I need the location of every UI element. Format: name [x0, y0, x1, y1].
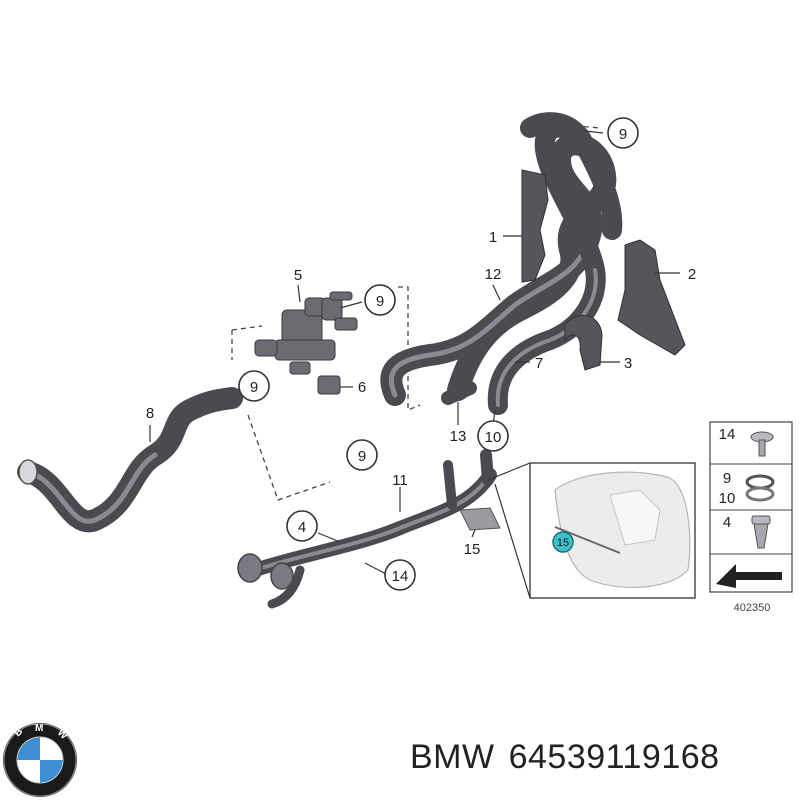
svg-text:13: 13: [450, 428, 467, 445]
callout-13: 13: [450, 428, 467, 445]
valve-assembly-5: [254, 291, 358, 375]
svg-text:3: 3: [624, 355, 632, 372]
svg-text:9: 9: [376, 293, 384, 310]
svg-text:2: 2: [688, 266, 696, 283]
svg-text:15: 15: [557, 537, 569, 549]
hose-13: [441, 381, 477, 405]
svg-text:4: 4: [723, 514, 731, 531]
callout-9-valve: 9: [364, 284, 396, 316]
svg-text:14: 14: [392, 568, 409, 585]
grommet-6: [317, 375, 341, 395]
callout-1: 1: [489, 229, 497, 246]
svg-text:15: 15: [464, 541, 481, 558]
callout-7: 7: [535, 355, 543, 372]
hose-8: [17, 387, 243, 533]
svg-text:11: 11: [392, 472, 408, 489]
callout-6: 6: [358, 379, 366, 396]
svg-text:8: 8: [146, 405, 154, 422]
clip-3: [564, 314, 603, 371]
expansion-rivet-icon: [751, 515, 771, 549]
hose-clamp-icon: [745, 474, 775, 502]
svg-text:7: 7: [535, 355, 543, 372]
screw-icon: [750, 431, 774, 457]
callout-5: 5: [294, 267, 302, 284]
legend-labels: 14 9 10 4: [719, 426, 736, 531]
bracket-1: [521, 169, 549, 283]
callout-3: 3: [624, 355, 632, 372]
bmw-logo: B M W: [3, 723, 77, 797]
callout-12: 12: [485, 266, 502, 283]
svg-text:1: 1: [489, 229, 497, 246]
callout-2: 2: [688, 266, 696, 283]
callout-4: 4: [286, 510, 318, 542]
callout-14: 14: [384, 559, 416, 591]
callout-9-bottom: 9: [346, 439, 378, 471]
callout-15: 15: [464, 541, 481, 558]
callout-9-top: 9: [607, 117, 639, 149]
callout-9-left: 9: [238, 370, 270, 402]
svg-text:6: 6: [358, 379, 366, 396]
svg-text:9: 9: [250, 379, 258, 396]
hose-assembly-12-7: [380, 112, 623, 415]
pipe-assembly-11: [237, 449, 497, 609]
part-number: 64539119168: [508, 738, 720, 776]
leader-lines: [149, 130, 680, 576]
svg-text:9: 9: [723, 470, 731, 487]
gasket-15: [459, 507, 501, 531]
svg-text:10: 10: [719, 490, 736, 507]
svg-text:5: 5: [294, 267, 302, 284]
callout-11: 11: [392, 472, 408, 489]
direction-arrow-icon: [716, 564, 782, 588]
svg-text:12: 12: [485, 266, 502, 283]
callout-8: 8: [146, 405, 154, 422]
part-caption: BMW 64539119168: [410, 738, 734, 777]
callout-15-inset: 15: [552, 531, 574, 553]
callout-10: 10: [477, 420, 509, 452]
svg-text:M: M: [35, 723, 43, 734]
assembly-outline-valve: [231, 286, 421, 501]
bracket-2: [617, 239, 686, 356]
svg-text:10: 10: [485, 429, 502, 446]
inset-engine-bay: [487, 462, 696, 599]
legend-panel: [709, 421, 793, 593]
svg-text:9: 9: [358, 448, 366, 465]
svg-text:4: 4: [298, 519, 306, 536]
diagram-number: 402350: [734, 602, 771, 614]
svg-text:14: 14: [719, 426, 736, 443]
svg-text:9: 9: [619, 126, 627, 143]
brand-name: BMW: [410, 738, 495, 776]
